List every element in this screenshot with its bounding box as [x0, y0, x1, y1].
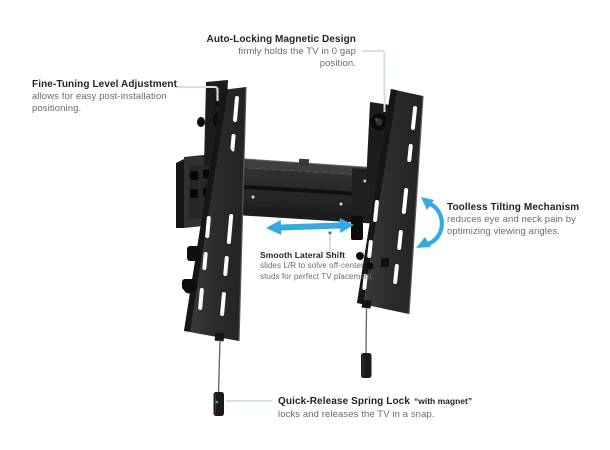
annotation-lateral-shift: Smooth Lateral Shift slides L/R to solve…	[260, 250, 374, 282]
left-tv-bracket	[182, 80, 247, 342]
annotation-lateral-shift-desc2: studs for perfect TV placement.	[260, 271, 375, 281]
lateral-shift-arrow-icon	[266, 217, 354, 236]
callout-line-lateral-shift	[328, 231, 332, 251]
right-side-clamp	[351, 216, 363, 240]
annotation-tilting-desc2: optimizing viewing angles.	[447, 226, 560, 237]
right-tv-bracket	[351, 89, 424, 315]
right-pull-string	[361, 307, 372, 378]
callout-line-fine-tuning	[175, 86, 219, 101]
annotation-auto-lock-desc2: position.	[319, 58, 356, 69]
annotation-spring-lock: Quick-Release Spring Lock “with magnet” l…	[278, 391, 472, 421]
right-pull-handle	[361, 353, 372, 378]
annotation-fine-tuning: Fine-Tuning Level Adjustment allows for …	[32, 78, 177, 115]
annotation-auto-lock-title: Auto-Locking Magnetic Design	[206, 34, 356, 45]
magnet-lock-knob	[370, 113, 388, 131]
left-rail-slots	[198, 96, 239, 316]
annotation-fine-tuning-desc1: allows for easy post-installation	[32, 91, 167, 102]
annotation-lateral-shift-title: Smooth Lateral Shift	[260, 250, 346, 260]
annotation-spring-lock-title: Quick-Release Spring Lock	[278, 396, 410, 407]
callout-line-auto-lock	[362, 50, 386, 112]
right-rail-slots	[362, 106, 418, 290]
annotation-tilting-title: Toolless Tilting Mechanism	[447, 202, 580, 213]
annotation-lateral-shift-desc1: slides L/R to solve off-center	[260, 261, 364, 270]
left-pull-string	[213, 339, 224, 416]
annotation-fine-tuning-title: Fine-Tuning Level Adjustment	[32, 79, 178, 90]
annotation-spring-lock-suffix: “with magnet”	[414, 396, 473, 406]
tilt-arrow-icon	[416, 197, 444, 248]
annotation-auto-lock-desc1: firmly holds the TV in 0 gap	[238, 46, 356, 57]
annotation-tilting: Toolless Tilting Mechanism reduces eye a…	[447, 201, 579, 238]
annotation-spring-lock-desc1: locks and releases the TV in a snap.	[278, 409, 435, 420]
crossbar	[229, 157, 395, 224]
annotation-fine-tuning-desc2: positioning.	[32, 103, 82, 114]
left-pull-handle	[213, 392, 224, 416]
left-side-clamp	[187, 246, 200, 261]
annotation-auto-lock: Auto-Locking Magnetic Design firmly hold…	[207, 33, 356, 70]
annotation-tilting-desc1: reduces eye and neck pain by	[447, 214, 577, 225]
